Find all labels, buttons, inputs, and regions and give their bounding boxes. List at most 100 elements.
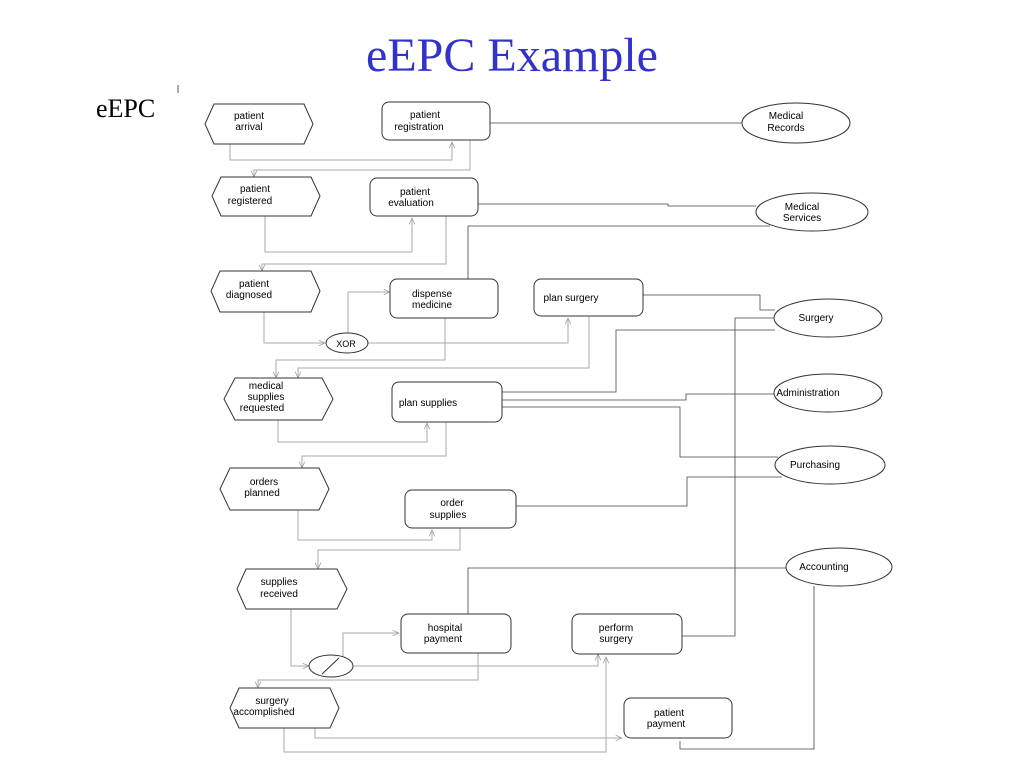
function-plan-supplies[interactable] [391,381,503,423]
svg-text:evaluation: evaluation [388,198,434,209]
assign-order-supplies-purchasing [516,476,782,507]
svg-text:perform: perform [599,623,633,634]
svg-text:order: order [440,498,464,509]
flow-evaluation-to-diagnosed [262,216,447,271]
assign-plan-supplies-admin [502,393,775,401]
events: patient arrival patient registered patie… [204,103,348,729]
svg-text:accomplished: accomplished [233,707,294,718]
org-medical-records[interactable] [741,102,851,144]
function-patient-evaluation-label-2: evaluation [388,198,434,209]
function-plan-surgery[interactable] [533,278,644,317]
assign-evaluation-services [478,203,756,207]
function-hospital-payment[interactable] [400,613,512,654]
flow-registration-to-registered [254,140,471,177]
svg-text:plan surgery: plan surgery [543,293,598,304]
flow-registered-to-evaluation [264,216,412,253]
function-dispense-medicine-label-2: medicine [412,300,452,311]
event-medical-supplies-requested-label: medical [249,381,283,392]
org-purchasing[interactable] [774,445,886,485]
org-medical-services-label-2: Services [783,213,821,224]
event-patient-diagnosed[interactable] [210,270,321,313]
function-patient-evaluation[interactable] [369,177,479,217]
svg-text:patient: patient [239,279,269,290]
flow-arrival-to-registration [229,142,452,161]
org-accounting[interactable] [785,547,893,587]
function-dispense-medicine[interactable] [389,278,499,319]
svg-text:supplies: supplies [430,510,467,521]
svg-text:Purchasing: Purchasing [790,460,840,471]
flow-dispense-to-requested [276,318,446,378]
event-patient-diagnosed-label: patient [239,279,269,290]
function-patient-registration[interactable] [381,101,491,141]
function-patient-registration-label-2: registration [394,122,443,133]
flow-orders-planned-to-order-supplies [297,510,432,541]
svg-text:dispense: dispense [412,289,452,300]
function-patient-payment-label-2: payment [647,719,686,730]
svg-text:Records: Records [767,123,804,134]
org-medical-services[interactable] [755,192,869,232]
svg-text:received: received [260,589,298,600]
event-orders-planned[interactable] [219,467,330,511]
function-perform-surgery[interactable] [571,613,683,655]
connector-xor[interactable] [325,332,369,354]
event-patient-registered-label: patient [240,184,270,195]
event-surgery-accomplished-label-2: accomplished [233,707,294,718]
function-patient-payment[interactable] [623,697,733,739]
svg-text:Medical: Medical [785,202,819,213]
function-patient-evaluation-label: patient [400,187,430,198]
svg-text:diagnosed: diagnosed [226,290,272,301]
svg-text:Accounting: Accounting [799,562,848,573]
function-patient-payment-label: patient [654,708,684,719]
event-patient-registered[interactable] [211,176,321,217]
event-medical-supplies-requested[interactable] [223,377,334,421]
assign-plan-supplies-surgery [502,329,775,393]
svg-text:surgery: surgery [255,696,288,707]
flow-plan-surgery-to-requested [298,316,590,378]
org-surgery[interactable] [773,298,883,338]
connector-and-slash [321,657,340,675]
flow-and-to-hospital-payment [342,633,399,656]
flow-requested-to-plan-supplies [277,420,427,443]
svg-text:XOR: XOR [336,339,356,349]
flow-accomplished-to-patient-payment [283,657,606,753]
event-supplies-received[interactable] [236,568,348,610]
function-perform-surgery-label-2: surgery [599,634,632,645]
flow-supplies-received-to-and [290,609,309,666]
svg-text:planned: planned [244,488,280,499]
flow-plan-supplies-to-orders-planned [302,422,447,468]
org-medical-services-label: Medical [785,202,819,213]
event-patient-arrival-label-2: arrival [235,122,262,133]
flow-hospital-payment-to-accomplished [258,653,479,688]
flow-and-to-perform-surgery [353,654,598,667]
svg-text:patient: patient [234,111,264,122]
svg-text:medicine: medicine [412,300,452,311]
function-order-supplies[interactable] [404,489,517,529]
svg-text:supplies: supplies [261,577,298,588]
assign-hospital-payment-accounting [467,567,788,614]
org-medical-records-label-2: Records [767,123,804,134]
org-administration-label: Administration [776,388,839,399]
event-orders-planned-label-2: planned [244,488,280,499]
assign-plan-surgery-surgery [643,294,775,311]
svg-text:patient: patient [240,184,270,195]
svg-text:requested: requested [240,403,284,414]
event-supplies-received-label: supplies [261,577,298,588]
flow-xor-to-plan-surgery [368,318,568,344]
event-patient-arrival-label: patient [234,111,264,122]
org-administration[interactable] [773,373,883,413]
org-surgery-label: Surgery [798,313,833,324]
event-supplies-received-label-2: received [260,589,298,600]
function-hospital-payment-label-2: payment [424,634,463,645]
control-flow [229,140,622,753]
event-patient-arrival[interactable] [204,103,314,145]
event-orders-planned-label: orders [250,477,278,488]
svg-text:payment: payment [647,719,686,730]
org-purchasing-label: Purchasing [790,460,840,471]
event-surgery-accomplished[interactable] [229,687,340,729]
flow-xor-to-dispense [347,292,390,333]
svg-text:Services: Services [783,213,821,224]
function-plan-surgery-label: plan surgery [543,293,598,304]
svg-text:Administration: Administration [776,388,839,399]
svg-text:hospital: hospital [428,623,462,634]
